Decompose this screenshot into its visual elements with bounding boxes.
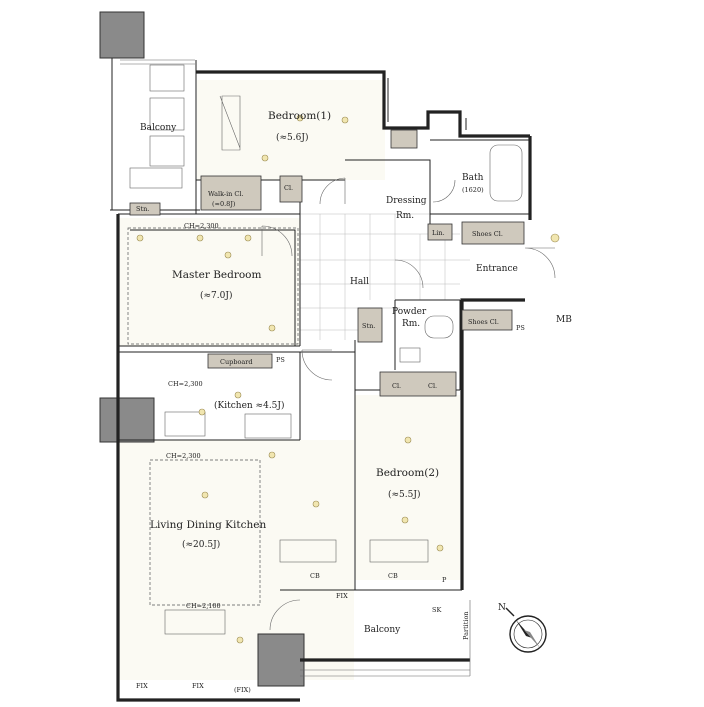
structural-column	[99, 397, 155, 443]
room-label-bath: Bath	[462, 173, 484, 183]
ceiling-label-ldk-top: CH=2,300	[166, 452, 201, 460]
storage-label-cupboard: Cupboard	[220, 358, 253, 366]
room-label-dressing: Dressing	[386, 196, 427, 206]
storage-label-lin: Lin.	[432, 229, 445, 237]
room-label-bedroom2: Bedroom(2)	[376, 467, 439, 479]
floor-fill	[118, 80, 460, 680]
storage-label-cl-left: Cl.	[392, 382, 401, 390]
room-label-master-bedroom: Master Bedroom	[172, 269, 262, 281]
room-label-hall: Hall	[350, 277, 369, 287]
structural-column	[99, 11, 145, 59]
room-size-walkin: (≈0.8J)	[212, 200, 236, 208]
storage-label-mb: MB	[556, 315, 572, 325]
fixture-dots	[136, 114, 560, 644]
storage-label-stn: Stn.	[136, 205, 149, 213]
room-label-walkin: Walk-in Cl.	[208, 190, 244, 198]
north-compass: N	[498, 603, 547, 653]
room-sub-dressing: Rm.	[396, 211, 414, 221]
upper-railing	[120, 59, 195, 65]
storage-label-p: P	[442, 576, 447, 584]
room-label-kitchen: (Kitchen ≈4.5J)	[214, 400, 285, 411]
room-size-ldk: (≈20.5J)	[182, 539, 220, 550]
storage-label-sk: SK	[432, 606, 441, 614]
room-label-ldk: Living Dining Kitchen	[150, 519, 266, 531]
storage-label-ps-entrance: PS	[516, 324, 525, 332]
compass-north-label: N	[498, 603, 506, 613]
ceiling-outlines	[127, 227, 299, 606]
storage-label-cl-right: Cl.	[428, 382, 437, 390]
room-label-balcony-bottom: Balcony	[364, 625, 401, 635]
storage-label-fix-bottom-left: FIX	[136, 682, 148, 690]
ceiling-label-kitchen: CH=2,300	[168, 380, 203, 388]
hall-tile-grid	[300, 213, 470, 340]
storage-label-cl: Cl.	[284, 184, 293, 192]
storage-label-fix-balcony: FIX	[336, 592, 348, 600]
storage-label-shoes-cl-bottom: Shoes Cl.	[468, 318, 499, 326]
room-size-bedroom2: (≈5.5J)	[388, 489, 420, 500]
storage-label-ps-kitchen: PS	[276, 356, 285, 364]
room-label-entrance: Entrance	[476, 264, 518, 274]
exterior-walls	[110, 58, 532, 702]
door-swings	[261, 177, 556, 631]
ceiling-label-ldk-bottom: CH=2,100	[186, 602, 221, 610]
storage-label-shoes-cl-top: Shoes Cl.	[472, 230, 503, 238]
storage-label-cb-ldk: CB	[310, 572, 320, 580]
storage-label-partition: Partition	[462, 611, 470, 640]
ceiling-label-master: CH=2,300	[184, 222, 219, 230]
storage-label-fix-bottom-mid: FIX	[192, 682, 204, 690]
storage-label-stn-powder: Stn.	[362, 322, 375, 330]
room-size-bath: (1620)	[462, 186, 484, 194]
room-label-bedroom1: Bedroom(1)	[268, 110, 331, 122]
room-label-powder: Powder	[392, 307, 427, 317]
room-size-bedroom1: (≈5.6J)	[276, 132, 308, 143]
balcony-top-details	[129, 64, 241, 189]
balcony-railing	[300, 600, 471, 677]
structural-column	[257, 633, 305, 687]
storage-label-cb-bedroom2: CB	[388, 572, 398, 580]
room-size-master-bedroom: (≈7.0J)	[200, 290, 232, 301]
room-sub-powder: Rm.	[402, 319, 420, 329]
room-label-balcony-top: Balcony	[140, 123, 177, 133]
storage-blocks	[129, 129, 525, 635]
storage-label-fix-paren: (FIX)	[234, 686, 251, 694]
